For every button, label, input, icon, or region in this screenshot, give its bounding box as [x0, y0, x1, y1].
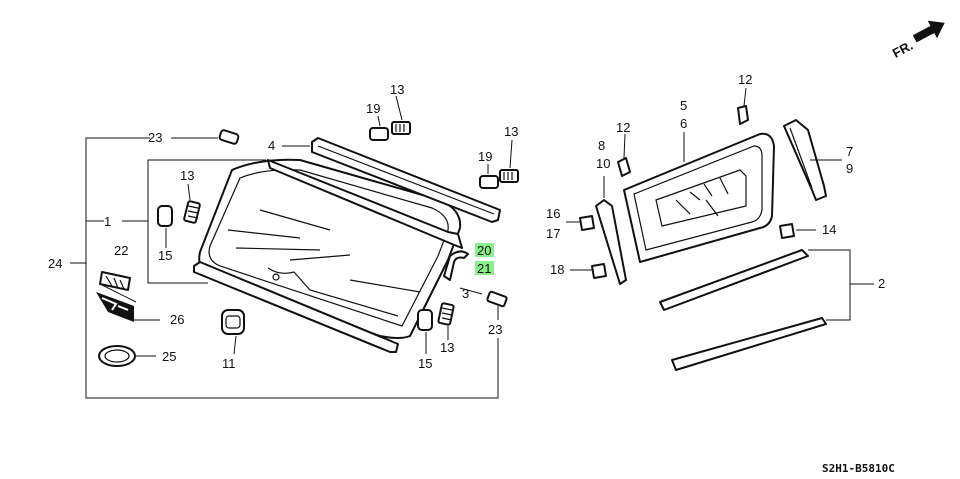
callout-22: 22 [114, 243, 128, 258]
callout-21: 21 [477, 261, 491, 276]
callout-9: 9 [846, 161, 853, 176]
direction-label: FR. [890, 38, 916, 61]
callout-13-right: 13 [504, 124, 518, 139]
callout-8: 8 [598, 138, 605, 153]
leader-lines [99, 87, 842, 357]
clip-parts-left [157, 121, 519, 335]
callout-19-top: 19 [366, 101, 380, 116]
callout-5: 5 [680, 98, 687, 113]
callout-14: 14 [822, 222, 836, 237]
callout-4: 4 [268, 138, 275, 153]
callout-13-lower: 13 [440, 340, 454, 355]
callout-3: 3 [462, 286, 469, 301]
callout-13-top: 13 [390, 82, 404, 97]
pillar-trim-parts [595, 119, 827, 285]
front-direction-arrow-icon: FR. [890, 20, 945, 61]
highlight-20 [475, 243, 494, 257]
clip-parts-right [579, 105, 795, 279]
callout-23-top: 23 [148, 130, 162, 145]
callout-16: 16 [546, 206, 560, 221]
callout-17: 17 [546, 226, 560, 241]
emblem-parts [96, 271, 136, 367]
callout-20: 20 [477, 243, 491, 258]
callout-1: 1 [104, 214, 111, 229]
callout-6: 6 [680, 116, 687, 131]
upper-molding-part [267, 137, 501, 249]
callout-12-left: 12 [616, 120, 630, 135]
figure-code: S2H1-B5810C [822, 462, 895, 475]
quarter-glass-part [623, 132, 775, 263]
callout-labels: 23 1 24 4 13 19 13 19 13 15 22 26 25 11 … [48, 72, 885, 371]
callout-26: 26 [170, 312, 184, 327]
callout-15-left: 15 [158, 248, 172, 263]
callout-24: 24 [48, 256, 62, 271]
group-bracket-24 [70, 137, 499, 399]
lower-molding-right-parts [659, 249, 874, 371]
callout-23-lower: 23 [488, 322, 502, 337]
callout-15-lower: 15 [418, 356, 432, 371]
callout-2: 2 [878, 276, 885, 291]
lower-molding-part [193, 261, 399, 353]
callout-19-right: 19 [478, 149, 492, 164]
callout-25: 25 [162, 349, 176, 364]
callout-18: 18 [550, 262, 564, 277]
callout-10: 10 [596, 156, 610, 171]
callout-7: 7 [846, 144, 853, 159]
highlight-21 [475, 261, 494, 275]
callout-12-top: 12 [738, 72, 752, 87]
callout-11: 11 [222, 356, 236, 371]
callout-13-left: 13 [180, 168, 194, 183]
